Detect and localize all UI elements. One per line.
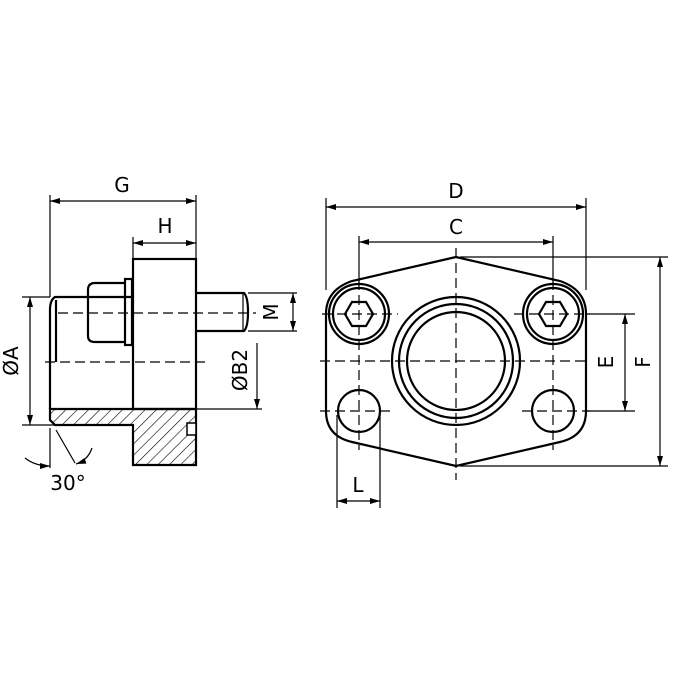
dim-e-label: E bbox=[594, 356, 618, 369]
dim-m-label: M bbox=[259, 303, 283, 320]
side-view: G H ØA M ØB2 30° bbox=[0, 173, 297, 495]
pipe-body bbox=[48, 295, 133, 409]
front-view: D C E F L bbox=[320, 179, 668, 508]
dim-h-label: H bbox=[157, 214, 172, 238]
dim-d-label: D bbox=[448, 179, 463, 203]
dim-f-label: F bbox=[631, 356, 655, 368]
dim-c-label: C bbox=[449, 215, 463, 239]
dim-a-label: ØA bbox=[0, 346, 23, 376]
dim-b2-label: ØB2 bbox=[228, 349, 252, 391]
angle-label: 30° bbox=[50, 471, 85, 495]
dim-g-label: G bbox=[114, 173, 130, 197]
stud bbox=[196, 291, 250, 333]
hatched-section bbox=[48, 407, 198, 467]
dim-l-label: L bbox=[352, 473, 364, 497]
flange-body bbox=[131, 257, 198, 411]
